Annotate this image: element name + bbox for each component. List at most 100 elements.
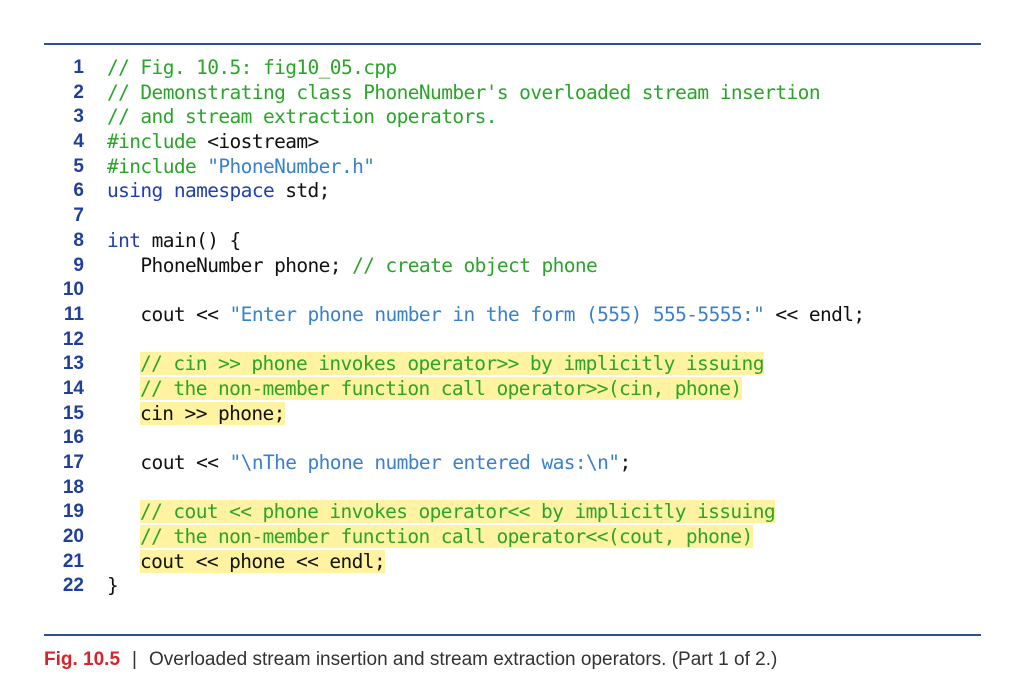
line-number: 5 (73, 155, 84, 177)
line-source: // Fig. 10.5: fig10_05.cpp (107, 56, 397, 81)
code-text: int main() { (107, 229, 241, 252)
code-line: 20 // the non-member function call operat… (0, 525, 1024, 550)
code-line: 15 cin >> phone; (0, 401, 1024, 427)
line-source: using namespace std; (107, 179, 330, 204)
highlighted-code: // the non-member function call operator… (140, 525, 753, 549)
line-number: 13 (62, 353, 84, 375)
code-token-comment: // cout << phone invokes operator<< by i… (140, 500, 776, 524)
code-token-str: "Enter phone number in the form (555) 55… (229, 302, 765, 326)
code-line: 19 // cout << phone invokes operator<< by… (0, 500, 1024, 525)
code-line: 8 int main() { (0, 229, 1024, 254)
line-number: 6 (73, 180, 84, 202)
code-text: cout << "Enter phone number in the form … (107, 303, 865, 326)
line-number: 16 (62, 427, 84, 449)
line-source: // cin >> phone invokes operator>> by im… (140, 352, 764, 377)
code-line: 16 (0, 426, 1024, 451)
line-source: // cout << phone invokes operator<< by i… (140, 500, 776, 525)
figure-label: Fig. 10.5 (44, 649, 121, 670)
code-token-plain: <iostream> (207, 130, 319, 154)
line-source: cout << "\nThe phone number entered was:… (107, 451, 631, 476)
highlighted-code: cin >> phone; (140, 401, 285, 425)
code-line: 3 // and stream extraction operators. (0, 105, 1024, 130)
code-text: // and stream extraction operators. (107, 105, 498, 129)
line-source: // Demonstrating class PhoneNumber's ove… (107, 80, 821, 106)
code-line: 12 (0, 328, 1024, 353)
line-number: 4 (73, 131, 84, 153)
line-source: #include <iostream> (107, 130, 319, 155)
code-token-comment: // the non-member function call operator… (140, 376, 742, 400)
line-number: 19 (62, 501, 84, 523)
line-number: 15 (62, 402, 84, 424)
line-number: 17 (62, 452, 84, 473)
code-token-comment: // and stream extraction operators. (107, 105, 498, 129)
code-line: 18 (0, 476, 1024, 501)
code-token-comment: // Demonstrating class PhoneNumber's ove… (107, 80, 821, 104)
highlighted-code: // cout << phone invokes operator<< by i… (140, 500, 776, 524)
line-number: 20 (62, 526, 84, 548)
code-token-plain: cout << (107, 302, 230, 326)
line-source: cin >> phone; (140, 401, 285, 427)
line-number: 1 (73, 57, 84, 78)
code-line: 13 // cin >> phone invokes operator>> by … (0, 352, 1024, 377)
line-number: 10 (62, 279, 84, 301)
code-token-pre: #include (107, 130, 208, 154)
code-token-plain: std; (285, 179, 330, 203)
line-number: 21 (62, 550, 84, 572)
code-token-plain: PhoneNumber phone; (107, 253, 353, 277)
line-number: 14 (62, 377, 84, 399)
line-number: 7 (73, 205, 84, 227)
code-line: 10 (0, 278, 1024, 303)
code-line: 9 PhoneNumber phone; // create object ph… (0, 254, 1024, 279)
code-text: #include "PhoneNumber.h" (107, 154, 375, 178)
code-token-kw: int (107, 228, 152, 252)
code-line: 1 // Fig. 10.5: fig10_05.cpp (0, 56, 1024, 81)
highlighted-code: // cin >> phone invokes operator>> by im… (140, 352, 764, 376)
caption-text: Overloaded stream insertion and stream e… (148, 649, 778, 670)
code-line: 14 // the non-member function call operat… (0, 376, 1024, 402)
code-text: // Fig. 10.5: fig10_05.cpp (107, 56, 397, 79)
code-text: // Demonstrating class PhoneNumber's ove… (107, 80, 821, 104)
code-text: cout << "\nThe phone number entered was:… (107, 451, 631, 474)
top-rule (44, 43, 981, 45)
code-token-comment: // create object phone (352, 253, 598, 277)
line-number: 9 (73, 254, 84, 276)
line-number: 22 (62, 575, 84, 597)
line-source: // and stream extraction operators. (107, 105, 498, 130)
line-number: 2 (73, 81, 84, 103)
code-text: using namespace std; (107, 179, 330, 202)
code-token-plain: cout << (107, 451, 230, 474)
caption-separator: | (132, 649, 137, 670)
code-token-plain: << endl; (764, 302, 865, 326)
code-token-plain: } (107, 574, 119, 598)
highlighted-code: cout << phone << endl; (140, 549, 386, 573)
code-token-comment: // cin >> phone invokes operator>> by im… (140, 352, 764, 376)
code-token-plain: main() { (151, 228, 242, 252)
highlighted-code: // the non-member function call operator… (140, 376, 742, 400)
line-number: 3 (73, 106, 84, 128)
line-source: // the non-member function call operator… (140, 525, 753, 550)
code-line: 4 #include <iostream> (0, 130, 1024, 155)
code-token-plain: ; (619, 451, 631, 474)
code-text: PhoneNumber phone; // create object phon… (107, 254, 597, 277)
line-source: cout << "Enter phone number in the form … (107, 303, 865, 328)
code-token-kw: using namespace (107, 179, 286, 203)
code-token-str: "\nThe phone number entered was:\n" (229, 451, 621, 474)
line-source: int main() { (107, 229, 241, 254)
line-source: PhoneNumber phone; // create object phon… (107, 254, 597, 279)
code-token-str: "PhoneNumber.h" (207, 154, 375, 178)
code-token-plain: cin >> phone; (140, 401, 285, 425)
code-line: 17 cout << "\nThe phone number entered w… (0, 451, 1024, 476)
code-token-plain: cout << phone << endl; (140, 549, 386, 573)
code-token-comment: // Fig. 10.5: fig10_05.cpp (107, 56, 397, 79)
code-token-comment: // the non-member function call operator… (140, 525, 753, 549)
code-line: 6 using namespace std; (0, 179, 1024, 204)
code-line: 21 cout << phone << endl; (0, 549, 1024, 575)
line-source: } (107, 574, 119, 599)
line-source: cout << phone << endl; (140, 549, 386, 575)
line-number: 8 (73, 229, 84, 251)
code-line: 7 (0, 204, 1024, 229)
bottom-rule (44, 634, 981, 636)
code-text: } (107, 574, 119, 598)
code-line: 11 cout << "Enter phone number in the fo… (0, 303, 1024, 328)
